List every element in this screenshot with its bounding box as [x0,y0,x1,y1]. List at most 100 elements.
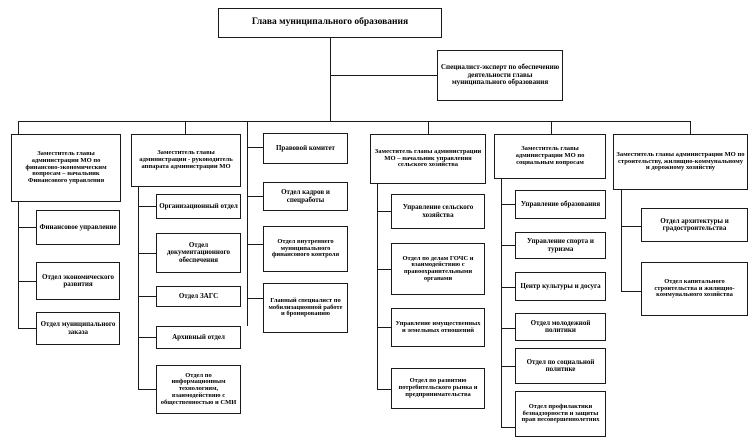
node-label: Отдел по развитию потребительского рынка… [398,377,478,398]
column-1-branch-2 [18,281,36,282]
node-label: Отдел внутреннего муниципального финансо… [271,237,340,259]
node-financial-administration[interactable]: Финансовое управление [36,210,120,245]
column-4-branch-2 [377,269,391,270]
column-6-spine [621,190,622,291]
column-stem-5 [551,121,552,134]
column-3-branch-3 [247,244,263,245]
node-label: Отдел молодежной политики [530,318,591,334]
column-3-branch-4 [247,298,263,299]
node-mobilization-specialist[interactable]: Главный специалист по мобилизационной ра… [263,283,348,333]
node-internal-financial-control-dept[interactable]: Отдел внутреннего муниципального финансо… [263,226,348,272]
node-label: Управление имущественных и земельных отн… [395,319,481,334]
node-deputy-social-affairs[interactable]: Заместитель главы администрации МО по со… [494,134,606,179]
node-label: Заместитель главы администрации МО по фи… [25,149,107,185]
column-4-branch-4 [377,389,391,390]
node-root-head-of-municipality[interactable]: Глава муниципального образования [218,8,442,38]
column-2-branch-1 [138,206,156,207]
column-stem-2 [185,121,186,134]
node-organizational-dept[interactable]: Организационный отдел [156,194,241,219]
node-label: Отдел по социальной политике [526,357,595,373]
column-4-spine [377,184,378,389]
node-legal-committee[interactable]: Правовой комитет [263,133,348,164]
column-1-branch-3 [18,328,36,329]
node-label: Отдел капитального строительства и жилищ… [654,277,735,299]
node-label: Глава муниципального образования [251,17,409,28]
column-5-branch-1 [501,204,515,205]
main-bus-connector [18,121,690,122]
column-5-branch-6 [501,427,515,428]
node-municipal-order-dept[interactable]: Отдел муниципального заказа [36,312,120,345]
node-label: Отдел по информационным технологиям, вза… [160,371,237,406]
column-3-branch-1 [247,147,263,148]
node-label: Центр культуры и досуга [520,281,601,290]
column-5-branch-3 [501,287,515,288]
column-stem-1 [18,121,19,134]
node-label: Специалист-эксперт по обеспечению деятел… [440,63,560,87]
node-hr-special-work-dept[interactable]: Отдел кадров и спецработы [263,182,348,211]
node-label: Правовой комитет [275,143,335,152]
node-label: Отдел архитектуры и градостроительства [660,216,729,232]
node-label: Заместитель главы администрации МО – нач… [374,147,482,169]
node-consumer-market-entrepreneurship-dept[interactable]: Отдел по развитию потребительского рынка… [391,368,485,409]
node-label: Главный специалист по мобилизационной ра… [268,296,343,318]
column-6-branch-1 [621,226,641,227]
node-deputy-agriculture[interactable]: Заместитель главы администрации МО – нач… [370,134,486,184]
column-2-branch-2 [138,253,156,254]
node-youth-policy-dept[interactable]: Отдел молодежной политики [515,313,606,341]
node-label: Отдел экономического развития [42,272,114,288]
column-4-branch-1 [377,211,391,212]
column-5-branch-5 [501,366,515,367]
column-stem-4 [428,121,429,134]
node-label: Архивный отдел [172,332,225,341]
node-civil-registry-dept[interactable]: Отдел ЗАГС [156,286,241,307]
node-property-land-relations-administration[interactable]: Управление имущественных и земельных отн… [391,308,485,347]
node-economic-development-dept[interactable]: Отдел экономического развития [36,262,120,300]
column-1-branch-1 [18,227,36,228]
node-social-policy-dept[interactable]: Отдел по социальной политике [515,348,606,384]
node-document-support-dept[interactable]: Отдел документационного обеспечения [156,233,241,273]
node-aide-specialist-expert[interactable]: Специалист-эксперт по обеспечению деятел… [437,50,563,101]
node-label: Управление образования [520,199,601,208]
column-4-branch-3 [377,327,391,328]
column-2-branch-4 [138,337,156,338]
column-stem-6 [690,121,691,134]
column-2-spine [138,187,139,389]
node-sports-tourism-administration[interactable]: Управление спорта и туризма [515,232,606,259]
column-3-branch-2 [247,196,263,197]
node-label: Отдел кадров и спецработы [281,188,330,204]
column-2-branch-3 [138,296,156,297]
node-label: Управление сельского хозяйства [402,203,474,219]
node-label: Финансовое управление [39,222,117,231]
aide-branch-connector [330,75,437,76]
column-6-branch-2 [621,291,641,292]
node-capital-construction-utilities-dept[interactable]: Отдел капитального строительства и жилищ… [641,262,748,316]
node-label: Отдел ЗАГС [178,291,219,300]
column-5-spine [501,179,502,427]
node-deputy-finance-economy[interactable]: Заместитель главы администрации МО по фи… [11,134,121,202]
column-3-spine [247,121,248,326]
column-5-branch-2 [501,245,515,246]
node-civil-defense-law-enforcement-dept[interactable]: Отдел по делам ГОЧС и взаимодействию с п… [391,243,485,295]
column-2-branch-5 [138,389,156,390]
node-it-media-public-relations-dept[interactable]: Отдел по информационным технологиям, вза… [156,365,241,414]
node-label: Организационный отдел [159,201,238,210]
node-deputy-chief-of-staff[interactable]: Заместитель главы администрации - руково… [131,134,241,187]
node-architecture-urban-planning-dept[interactable]: Отдел архитектуры и градостроительства [641,208,748,242]
node-label: Заместитель главы администрации МО по со… [515,145,585,166]
node-education-administration[interactable]: Управление образования [515,190,606,219]
node-minors-rights-protection-dept[interactable]: Отдел профилактики безнадзорности и защи… [515,391,606,437]
node-label: Заместитель главы администрации МО по ст… [616,150,745,172]
node-label: Отдел муниципального заказа [40,320,116,336]
node-culture-leisure-center[interactable]: Центр культуры и досуга [515,272,606,301]
node-label: Управление спорта и туризма [527,237,594,253]
column-1-spine [18,202,19,328]
node-label: Отдел профилактики безнадзорности и защи… [521,402,600,424]
node-label: Заместитель главы администрации - руково… [139,149,233,170]
node-archive-dept[interactable]: Архивный отдел [156,326,241,349]
column-5-branch-4 [501,328,515,329]
node-label: Отдел документационного обеспечения [167,241,230,264]
node-deputy-construction-housing-roads[interactable]: Заместитель главы администрации МО по ст… [613,134,748,190]
node-agriculture-administration[interactable]: Управление сельского хозяйства [391,194,485,229]
node-label: Отдел по делам ГОЧС и взаимодействию с п… [402,254,474,282]
